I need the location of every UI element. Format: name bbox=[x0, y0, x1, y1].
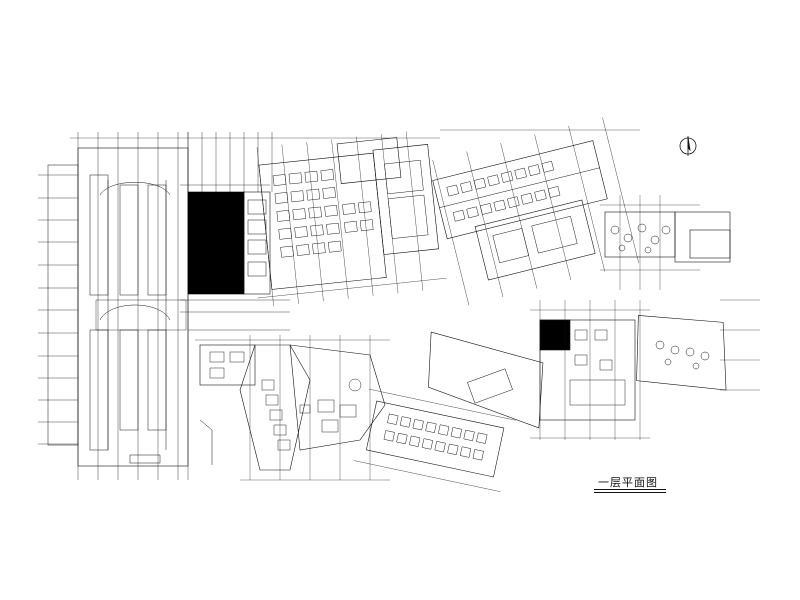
title-underline bbox=[594, 489, 666, 490]
south-wing-b bbox=[353, 388, 516, 492]
title-underline-double bbox=[594, 492, 666, 493]
south-east-wing bbox=[428, 299, 760, 440]
east-lounge-strip bbox=[600, 195, 731, 290]
west-parking-block bbox=[38, 132, 213, 480]
north-wing-b bbox=[432, 117, 639, 306]
hatched-core-block bbox=[180, 132, 290, 331]
drawing-title: 一层平面图 bbox=[598, 476, 658, 489]
north-wing-a bbox=[256, 131, 447, 307]
north-arrow-icon bbox=[679, 136, 697, 156]
south-wing-a bbox=[195, 335, 390, 481]
